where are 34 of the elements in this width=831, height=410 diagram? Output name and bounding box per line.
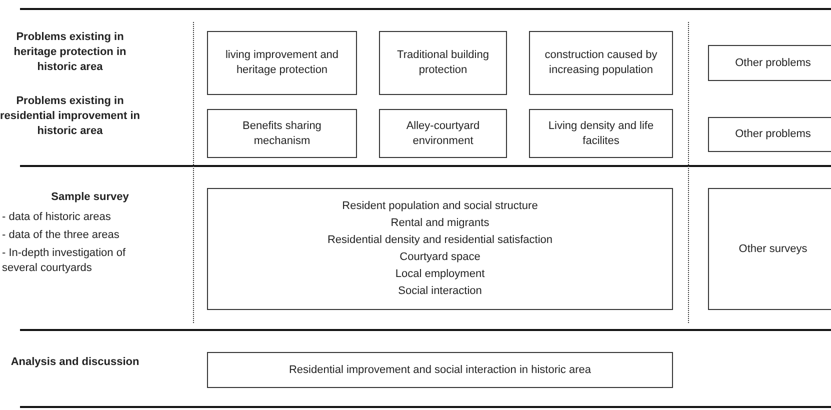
text-box <box>207 188 673 310</box>
box-text: living improvement and heritage protection <box>224 48 340 78</box>
box-text: Living density and life facilites <box>547 118 655 148</box>
text-box <box>708 45 831 81</box>
row-heading: Analysis and discussion <box>10 355 140 370</box>
box-text: Courtyard space <box>400 250 480 265</box>
box-text: Traditional building protection <box>396 48 490 78</box>
text-box <box>529 31 673 95</box>
list-item: - data of the three areas <box>2 228 120 243</box>
list-item: - In-depth investigation of several courtyards <box>2 246 127 276</box>
row-heading: Problems existing in residential improvement in historic area <box>0 94 140 139</box>
box-text: Residential improvement and social interaction in historic area <box>288 362 592 378</box>
text-box <box>529 109 673 158</box>
box-text: Local employment <box>395 267 485 282</box>
box-text: construction caused by increasing population <box>544 48 658 78</box>
text-box <box>708 188 831 310</box>
row-heading: Problems existing in heritage protection in historic area <box>12 30 128 75</box>
text-box <box>207 109 357 158</box>
box-text: Other surveys <box>738 242 808 256</box>
text-box <box>379 109 507 158</box>
list-item: - data of historic areas <box>2 210 112 225</box>
box-text: Resident population and social structure <box>342 199 538 214</box>
box-text: Rental and migrants <box>390 216 490 231</box>
text-box <box>708 117 831 152</box>
row-heading: Sample survey <box>50 190 130 205</box>
box-text: Residential density and residential satisfaction <box>327 233 553 248</box>
box-text: Alley-courtyard environment <box>405 118 481 148</box>
text-box <box>379 31 507 95</box>
text-box <box>207 31 357 95</box>
text-box <box>207 352 673 388</box>
box-text: Other problems <box>735 56 811 70</box>
box-text: Benefits sharing mechanism <box>242 118 322 148</box>
box-text: Other problems <box>735 127 811 142</box>
box-text: Social interaction <box>398 284 482 299</box>
